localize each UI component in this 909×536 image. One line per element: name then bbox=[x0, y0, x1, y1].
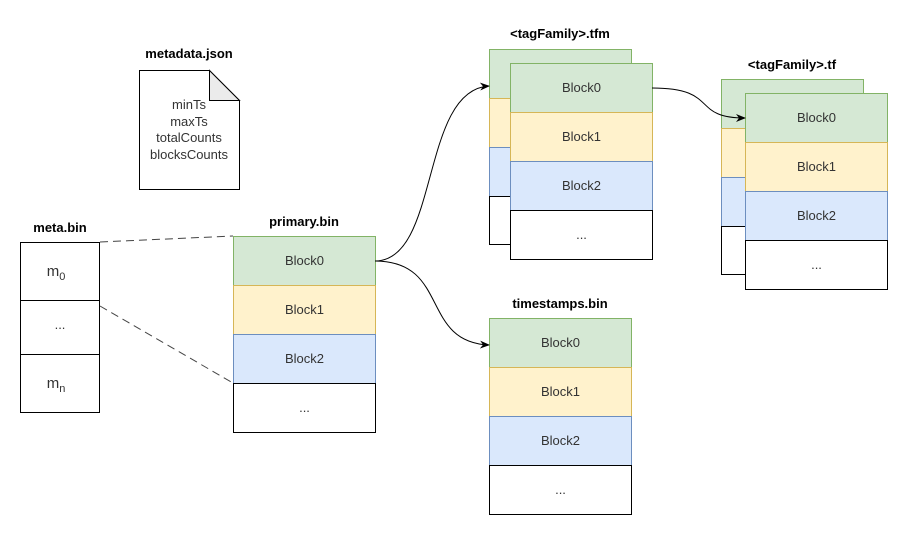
tfm-front-block-label: Block0 bbox=[562, 80, 601, 95]
primary-bin-title: primary.bin bbox=[269, 214, 339, 229]
tf-front-block-3 bbox=[745, 240, 888, 290]
arrow-primary-to-tfm bbox=[374, 82, 490, 262]
timestamps-bin-block-label: Block1 bbox=[541, 384, 580, 399]
metadata-json-title: metadata.json bbox=[145, 46, 232, 61]
dashed-connector-top bbox=[99, 235, 234, 243]
timestamps-bin-block-label: Block2 bbox=[541, 433, 580, 448]
tfm-front-block-1 bbox=[510, 112, 653, 162]
tfm-front-stack: Block0Block1Block2... bbox=[510, 63, 653, 260]
primary-bin-block-3 bbox=[233, 383, 376, 433]
document-fold-corner bbox=[209, 69, 241, 101]
tfm-front-block-label: Block1 bbox=[562, 129, 601, 144]
metadata-json-file: metadata.json minTs maxTs totalCounts bl… bbox=[139, 46, 241, 190]
timestamps-bin-title: timestamps.bin bbox=[512, 296, 607, 311]
primary-bin-block-0 bbox=[233, 236, 376, 286]
metadata-field: blocksCounts bbox=[150, 147, 229, 162]
primary-bin-block-label: ... bbox=[299, 400, 310, 415]
tfm-front-block-0 bbox=[510, 63, 653, 113]
timestamps-bin-stack: Block0Block1Block2... bbox=[489, 318, 632, 515]
primary-bin-block-label: Block1 bbox=[285, 302, 324, 317]
meta-row-label: ... bbox=[55, 317, 66, 332]
primary-bin-stack: Block0Block1Block2... bbox=[233, 236, 376, 433]
tfm-front-block-3 bbox=[510, 210, 653, 260]
primary-bin-block-label: Block0 bbox=[285, 253, 324, 268]
tf-front-block-1 bbox=[745, 142, 888, 192]
meta-row-label: m0 bbox=[47, 263, 66, 283]
timestamps-bin-block-label: Block0 bbox=[541, 335, 580, 350]
tfm-front-block-2 bbox=[510, 161, 653, 211]
tfm-title: <tagFamily>.tfm bbox=[510, 26, 610, 41]
tf-front-stack: Block0Block1Block2... bbox=[745, 93, 888, 290]
tfm-front-block-label: ... bbox=[576, 227, 587, 242]
timestamps-bin-block-label: ... bbox=[555, 482, 566, 497]
dashed-connector-bottom bbox=[99, 305, 234, 384]
primary-bin-block-1 bbox=[233, 285, 376, 335]
meta-bin-title: meta.bin bbox=[33, 220, 87, 235]
metadata-field: maxTs bbox=[170, 114, 208, 129]
tf-front-block-2 bbox=[745, 191, 888, 241]
timestamps-bin-block-1 bbox=[489, 367, 632, 417]
tf-front-block-label: Block2 bbox=[797, 208, 836, 223]
tf-front-block-0 bbox=[745, 93, 888, 143]
tf-front-block-label: Block1 bbox=[797, 159, 836, 174]
arrow-tfm-to-tf bbox=[651, 87, 746, 122]
tfm-front-block-label: Block2 bbox=[562, 178, 601, 193]
meta-row-mn bbox=[20, 354, 100, 413]
primary-bin-block-label: Block2 bbox=[285, 351, 324, 366]
metadata-field: totalCounts bbox=[156, 130, 222, 145]
meta-row-label: mn bbox=[47, 375, 66, 395]
meta-bin-file: meta.bin m0 ... mn bbox=[20, 220, 100, 413]
metadata-field: minTs bbox=[172, 97, 206, 112]
tf-front-block-label: Block0 bbox=[797, 110, 836, 125]
primary-bin-block-2 bbox=[233, 334, 376, 384]
arrow-primary-to-timestamps bbox=[374, 260, 490, 349]
tf-front-block-label: ... bbox=[811, 257, 822, 272]
timestamps-bin-block-3 bbox=[489, 465, 632, 515]
tf-title: <tagFamily>.tf bbox=[748, 57, 837, 72]
meta-row-m0 bbox=[20, 242, 100, 301]
